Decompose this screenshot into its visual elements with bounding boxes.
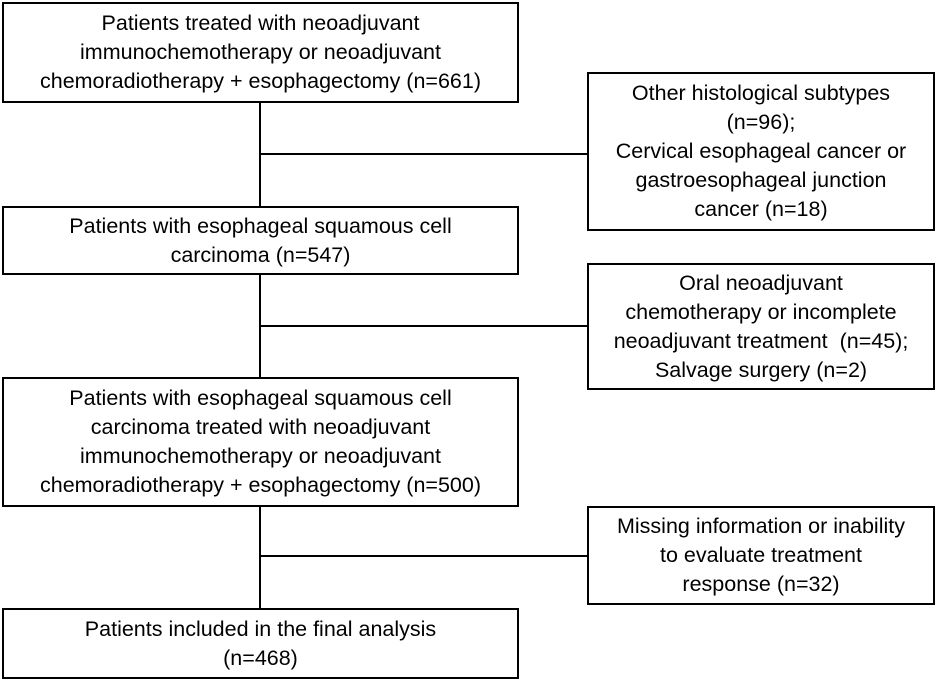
connector-line-exclusion-2 [259, 325, 587, 327]
box-text-line: chemoradiotherapy + esophagectomy (n=661… [39, 69, 482, 93]
box-text-line: Cervical esophageal cancer or [615, 139, 907, 163]
box-text-line: (n=96); [726, 110, 796, 134]
flow-box-initial-cohort: Patients treated with neoadjuvant immuno… [2, 2, 519, 103]
box-text-line: neoadjuvant treatment (n=45); [613, 328, 909, 353]
box-text-line: carcinoma (n=547) [170, 242, 351, 267]
box-text-line: Patients treated with neoadjuvant [101, 11, 420, 35]
box-text-line: Salvage surgery (n=2) [654, 357, 868, 382]
box-text-line: Patients included in the final analysis [84, 616, 437, 641]
exclusion-box-treatment: Oral neoadjuvant chemotherapy or incompl… [587, 263, 935, 390]
box-text-line: gastroesophageal junction [635, 168, 887, 192]
box-text-line: chemotherapy or incomplete [625, 299, 897, 324]
box-text-line: immunochemotherapy or neoadjuvant [80, 444, 441, 468]
connector-line-exclusion-3 [259, 555, 587, 557]
box-text-line: Other histological subtypes [631, 81, 891, 105]
box-text-line: (n=468) [223, 645, 298, 670]
box-text-line: Oral neoadjuvant [679, 270, 843, 295]
connector-line-exclusion-1 [259, 153, 587, 155]
connector-line-main-3-to-4 [259, 507, 261, 608]
box-text-line: chemoradiotherapy + esophagectomy (n=500… [39, 473, 482, 497]
exclusion-box-histology: Other histological subtypes (n=96); Cerv… [587, 72, 935, 231]
flow-box-treated-escc-cohort: Patients with esophageal squamous cell c… [2, 377, 519, 507]
box-text-line: response (n=32) [682, 572, 840, 596]
box-text-line: carcinoma treated with neoadjuvant [90, 415, 431, 439]
box-text-line: to evaluate treatment [660, 543, 862, 567]
box-text-line: Patients with esophageal squamous cell [69, 213, 452, 238]
flow-box-final-analysis: Patients included in the final analysis … [2, 608, 519, 679]
exclusion-box-missing-info: Missing information or inability to eval… [587, 506, 935, 605]
box-text-line: Patients with esophageal squamous cell [69, 386, 452, 410]
box-text-line: cancer (n=18) [694, 197, 828, 221]
box-text-line: immunochemotherapy or neoadjuvant [80, 40, 441, 64]
flow-box-escc-cohort: Patients with esophageal squamous cell c… [2, 206, 519, 275]
box-text-line: Missing information or inability [617, 514, 905, 538]
